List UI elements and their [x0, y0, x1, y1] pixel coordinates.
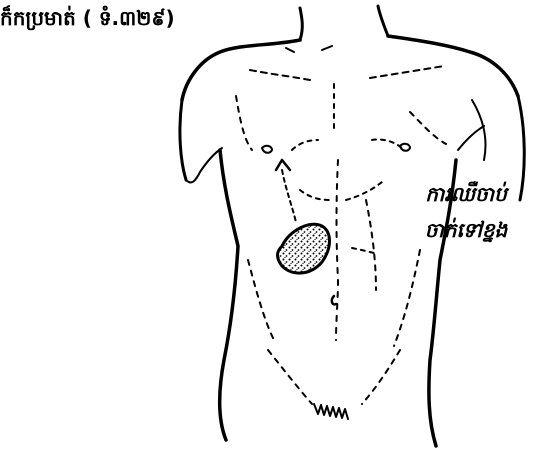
sternum-mark-top: [322, 46, 332, 50]
neck-left-line: [300, 8, 302, 40]
gallbladder-shape: [278, 224, 330, 273]
pubic-hair: [314, 404, 348, 419]
right-chest-fold: [372, 139, 404, 150]
right-torso-side: [429, 160, 456, 446]
right-armpit-line: [458, 126, 484, 150]
neck-right-line: [378, 6, 388, 36]
right-arm-outline: [518, 96, 524, 200]
linea-alba: [336, 160, 338, 340]
navel: [332, 296, 336, 304]
sternum-mark-small: [286, 48, 294, 52]
left-oblique-line: [248, 260, 274, 340]
pain-arrow-head: [276, 160, 290, 170]
abs-right-side: [366, 200, 376, 290]
left-pec-line: [236, 96, 252, 150]
right-clavicle: [370, 66, 444, 78]
pain-arrow-shaft: [282, 170, 296, 222]
right-oblique-line: [394, 250, 420, 346]
left-chest-fold: [292, 140, 318, 150]
right-nipple: [400, 144, 410, 151]
left-torso-side: [220, 150, 238, 440]
left-groin-line: [268, 350, 312, 404]
left-clavicle: [250, 70, 310, 80]
left-arm-tip: [186, 172, 200, 182]
right-groin-line: [362, 350, 400, 404]
left-shoulder-outline: [182, 40, 300, 100]
left-armpit-line: [200, 148, 222, 172]
abs-left-upper: [300, 190, 330, 200]
left-nipple: [262, 146, 272, 153]
right-pec-line: [410, 112, 446, 144]
right-shoulder-outline: [388, 36, 518, 96]
left-arm-outline: [180, 100, 186, 180]
abs-right-upper: [346, 182, 382, 200]
